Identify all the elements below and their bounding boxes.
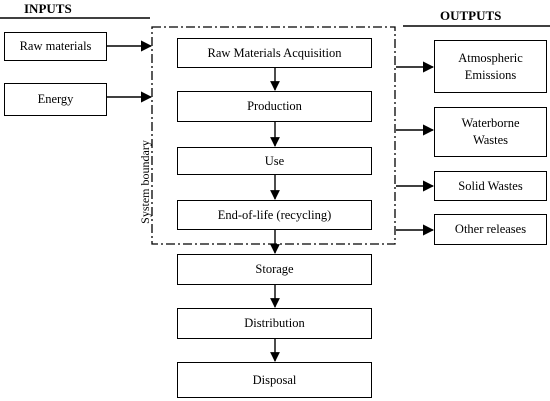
system-boundary xyxy=(151,26,396,245)
input-energy: Energy xyxy=(4,83,107,116)
output-atmospheric-line1: Atmospheric xyxy=(458,50,523,65)
stage-disposal: Disposal xyxy=(177,362,372,398)
stage-end-of-life: End-of-life (recycling) xyxy=(177,200,372,230)
input-raw-materials: Raw materials xyxy=(4,32,107,61)
output-atmospheric-line2: Emissions xyxy=(464,67,517,82)
output-solid-wastes: Solid Wastes xyxy=(434,171,547,201)
stage-production: Production xyxy=(177,91,372,122)
stage-storage: Storage xyxy=(177,254,372,285)
stage-raw-materials-acquisition: Raw Materials Acquisition xyxy=(177,38,372,68)
stage-distribution: Distribution xyxy=(177,308,372,339)
output-waterborne-line2: Wastes xyxy=(472,133,509,147)
output-waterborne-wastes: Waterborne Wastes xyxy=(434,107,547,157)
stage-use: Use xyxy=(177,147,372,175)
output-waterborne-line1: Waterborne xyxy=(461,116,520,131)
output-atmospheric-emissions: Atmospheric Emissions xyxy=(434,40,547,93)
system-boundary-label: System boundary xyxy=(138,140,152,224)
inputs-header: INPUTS xyxy=(24,1,72,16)
outputs-header: OUTPUTS xyxy=(440,8,502,23)
output-other-releases: Other releases xyxy=(434,214,547,245)
